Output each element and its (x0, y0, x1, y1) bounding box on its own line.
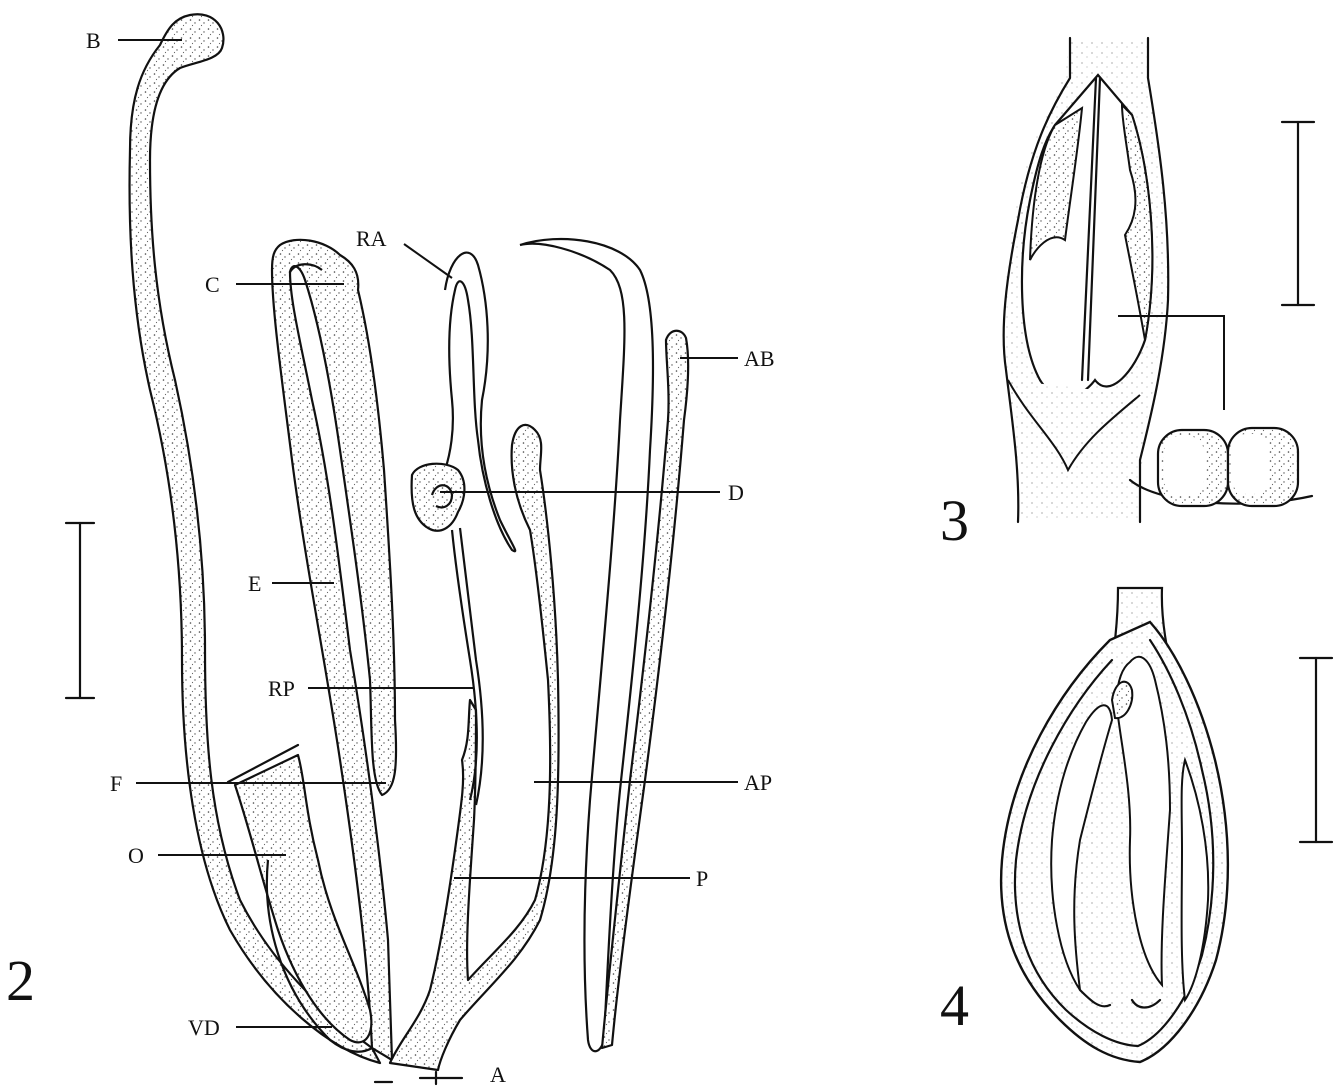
figure-2: B C RA AB D E RP F AP O P VD A 2 (6, 14, 775, 1087)
label-O: O (128, 843, 144, 868)
appendix-loop (520, 239, 653, 1051)
figure-number-4: 4 (940, 973, 969, 1038)
figure-4: 4 (940, 588, 1332, 1062)
label-F: F (110, 771, 122, 796)
label-RP: RP (268, 676, 295, 701)
figure-3: 3 (940, 38, 1314, 553)
accessory-branch (602, 331, 688, 1048)
label-D: D (728, 480, 744, 505)
label-RA: RA (356, 226, 387, 251)
scale-bar-fig3 (1282, 122, 1314, 305)
label-AP: AP (744, 770, 772, 795)
penis-stalk (390, 425, 559, 1070)
bursa-copulatrix (130, 14, 380, 1063)
label-P: P (696, 866, 708, 891)
scale-bar-fig2 (66, 523, 94, 698)
label-C: C (205, 272, 220, 297)
label-E: E (248, 571, 261, 596)
label-VD: VD (188, 1015, 220, 1040)
base-ticks (375, 1072, 462, 1084)
fig3-sphere-pair (1130, 428, 1312, 506)
label-A: A (490, 1062, 506, 1087)
figure-number-2: 2 (6, 948, 35, 1013)
label-B: B (86, 28, 101, 53)
figure-number-3: 3 (940, 488, 969, 553)
scale-bar-fig4 (1300, 658, 1332, 842)
diverticulum (412, 464, 465, 531)
label-AB: AB (744, 346, 775, 371)
